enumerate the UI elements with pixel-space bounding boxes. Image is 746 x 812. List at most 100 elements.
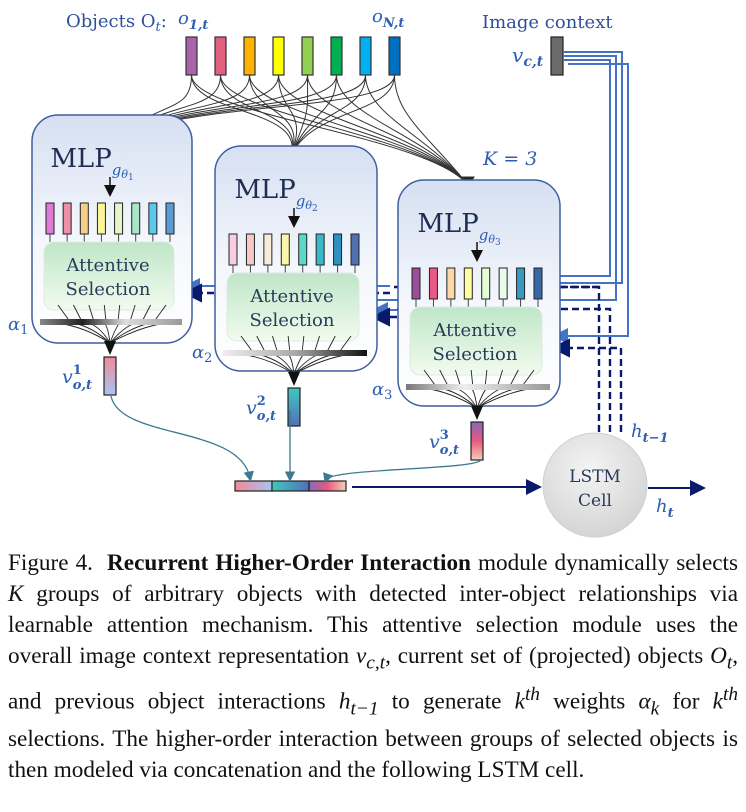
object-connection: [289, 74, 337, 159]
object-connection: [249, 74, 295, 159]
arrow-head-icon: [288, 372, 300, 386]
attentive-selection-box: [43, 241, 175, 311]
projected-object-vector: [516, 267, 526, 300]
object-connection: [220, 74, 294, 159]
caption-math: α: [638, 688, 651, 715]
object-connection: [307, 74, 469, 186]
caption-text: module dynamically selects: [470, 550, 739, 576]
object-vectors: [185, 36, 401, 76]
object-last-label: oN,t: [372, 6, 404, 31]
caption-title: Recurrent Higher-Order Interaction: [107, 550, 471, 576]
caption-text: weights: [539, 688, 639, 715]
caption-math: v: [356, 643, 367, 669]
lstm-cell: [542, 432, 648, 538]
projected-object-vector: [498, 267, 508, 300]
object-vector: [214, 36, 227, 76]
projected-object-vector: [463, 267, 473, 300]
alpha-label: α1: [8, 314, 28, 338]
projected-object-vector: [96, 202, 106, 235]
k-label: K = 3: [482, 148, 537, 170]
attentive-label: Attentive: [249, 286, 333, 307]
caption-math: K: [8, 581, 24, 607]
projected-object-vector: [245, 233, 255, 266]
lstm-label-line1: LSTM: [569, 467, 621, 487]
arrow-head-icon: [471, 406, 483, 420]
projected-object-vector: [333, 233, 343, 266]
selected-output-vector: [103, 356, 117, 396]
projected-object-vector: [481, 267, 491, 300]
object-connection: [289, 74, 309, 159]
arrow-head-icon: [104, 341, 116, 355]
caption-text: for: [659, 688, 713, 715]
rhoi-diagram: Objects Ot: o1,t oN,t Image context vc,t: [8, 6, 706, 538]
projected-object-vector: [298, 233, 308, 266]
attentive-selection-box: [226, 272, 360, 342]
output-to-concat-arrows: [110, 395, 482, 484]
projected-object-vector: [350, 233, 360, 266]
object-connection: [278, 74, 298, 159]
caption-math: k: [514, 688, 525, 715]
attentive-selection-box: [409, 306, 543, 376]
concat-segment: [234, 480, 273, 492]
figure-caption: Figure 4. Recurrent Higher-Order Interac…: [8, 548, 738, 786]
caption-text: groups of arbitrary objects with detecte…: [8, 581, 738, 669]
projected-object-vector: [428, 267, 438, 300]
projected-object-vector: [62, 202, 72, 235]
lstm-label-line2: Cell: [578, 491, 612, 511]
object-connection: [278, 74, 469, 186]
attention-weights-bar: [223, 350, 367, 356]
object-vector: [301, 36, 314, 76]
selected-output-vector: [287, 387, 301, 427]
projected-object-vector: [45, 202, 55, 235]
concat-segment: [271, 480, 310, 492]
object-connection: [191, 74, 293, 159]
object-vector: [359, 36, 372, 76]
object-vector: [330, 36, 343, 76]
caption-math: c,t: [366, 652, 386, 674]
objects-label: Objects Ot:: [66, 11, 167, 35]
alpha-label: α3: [372, 379, 392, 403]
object-connection: [249, 74, 469, 186]
projected-object-vector: [165, 202, 175, 235]
caption-text: selections. The higher-order interaction…: [8, 726, 738, 784]
h-out-label: ht: [656, 496, 674, 521]
caption-text: to generate: [378, 688, 515, 715]
selection-label: Selection: [250, 310, 335, 331]
object-vector: [272, 36, 285, 76]
object-connection: [365, 74, 469, 186]
context-vector: [550, 36, 564, 76]
selected-output-vector: [470, 421, 484, 461]
caption-math: h: [338, 688, 351, 715]
attentive-label: Attentive: [65, 255, 149, 276]
object-vector: [243, 36, 256, 76]
projected-object-vector: [79, 202, 89, 235]
caption-math: th: [524, 683, 540, 705]
projected-object-vector: [446, 267, 456, 300]
projected-object-vector: [533, 267, 543, 300]
projected-object-vector: [131, 202, 141, 235]
h-prev-label: ht−1: [631, 421, 669, 446]
object-connection: [289, 74, 395, 159]
selection-label: Selection: [433, 344, 518, 365]
caption-math: k: [650, 698, 660, 720]
caption-math: th: [722, 683, 738, 705]
projected-object-vector: [263, 233, 273, 266]
object-connection: [336, 74, 469, 186]
mlp-label: MLPgθ1: [50, 144, 133, 183]
caption-math: t−1: [350, 698, 379, 720]
attentive-label: Attentive: [432, 320, 516, 341]
caption-text: , and previous object interactions: [8, 643, 738, 715]
object-connection: [394, 74, 469, 186]
attention-weights-bar: [406, 384, 550, 390]
concat-segment: [308, 480, 347, 492]
object-connection: [289, 74, 366, 159]
caption-math: t: [726, 652, 733, 674]
mlp-label: MLPgθ2: [234, 175, 317, 214]
caption-text: , current set of (projected) objects: [385, 643, 711, 669]
caption-math: k: [712, 688, 723, 715]
attention-weights-bar: [40, 319, 182, 325]
